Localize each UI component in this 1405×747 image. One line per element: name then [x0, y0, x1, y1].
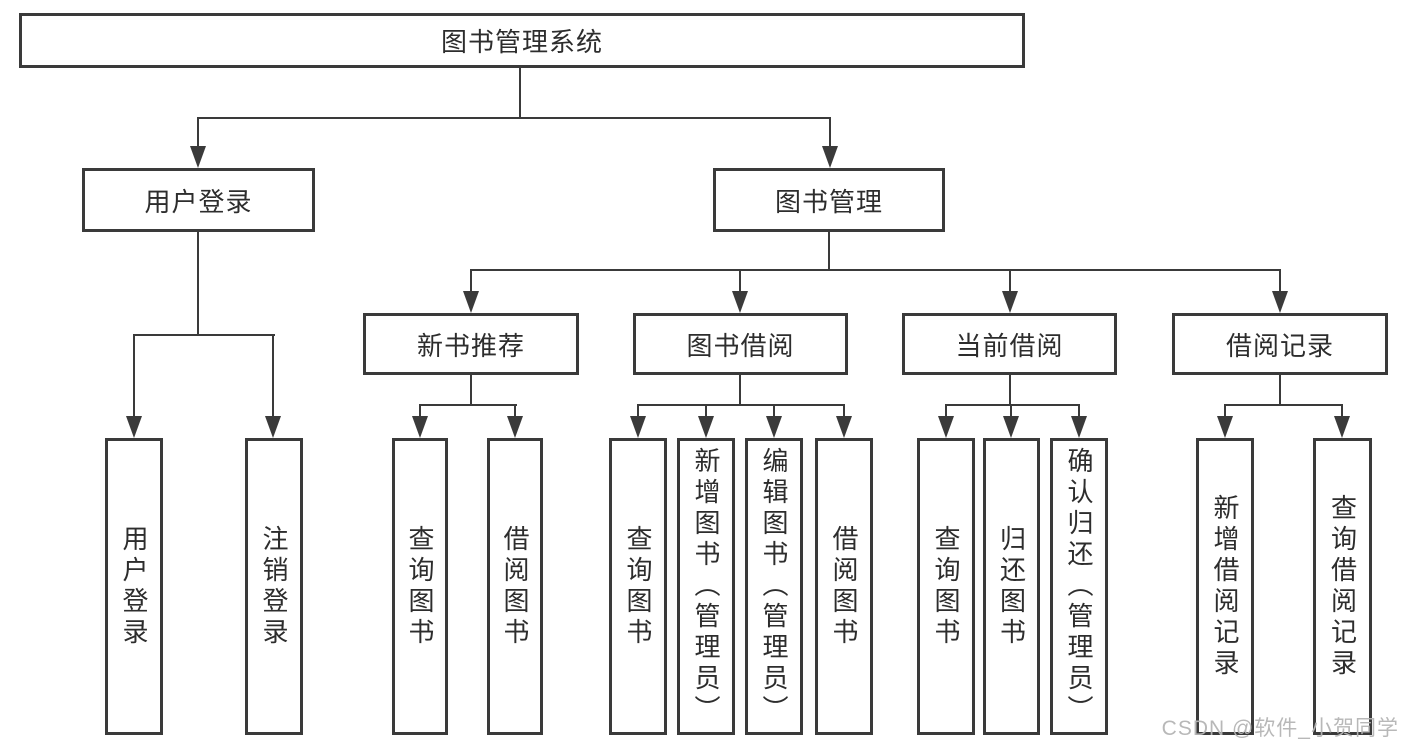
leaf-borrow-books-recommend: 借阅图书 — [487, 438, 543, 735]
connector-line — [470, 269, 1281, 271]
leaf-user-login: 用户登录 — [105, 438, 163, 735]
node-book-management: 图书管理 — [713, 168, 945, 232]
arrow-down-icon — [265, 416, 281, 438]
node-label: 用户登录 — [144, 186, 253, 217]
leaf-add-borrow-record: 新增借阅记录 — [1196, 438, 1254, 735]
leaf-borrow-books-borrowing: 借阅图书 — [815, 438, 873, 735]
leaf-query-books-current: 查询图书 — [917, 438, 975, 735]
arrow-down-icon — [463, 291, 479, 313]
arrow-down-icon — [507, 416, 523, 438]
node-label: 编辑图书（管理员） — [759, 447, 789, 726]
leaf-edit-books-admin: 编辑图书（管理员） — [745, 438, 803, 735]
connector-line — [419, 404, 421, 420]
arrow-down-icon — [412, 416, 428, 438]
connector-line — [1224, 404, 1343, 406]
node-user-login: 用户登录 — [82, 168, 315, 232]
connector-line — [945, 404, 1080, 406]
arrow-down-icon — [698, 416, 714, 438]
connector-line — [197, 232, 199, 336]
node-label: 查询图书 — [623, 524, 653, 649]
node-label: 图书管理 — [774, 186, 883, 217]
node-label: 借阅图书 — [500, 524, 530, 649]
node-label: 当前借阅 — [955, 330, 1064, 361]
arrow-down-icon — [822, 146, 838, 168]
node-library-management-system: 图书管理系统 — [19, 13, 1025, 68]
connector-line — [133, 334, 275, 336]
connector-line — [773, 404, 775, 420]
connector-line — [1009, 269, 1011, 295]
arrow-down-icon — [836, 416, 852, 438]
node-borrowing-records: 借阅记录 — [1172, 313, 1388, 375]
connector-line — [829, 117, 831, 150]
arrow-down-icon — [1071, 416, 1087, 438]
node-label: 新书推荐 — [416, 330, 525, 361]
connector-line — [1279, 269, 1281, 295]
connector-line — [739, 375, 741, 406]
connector-line — [470, 375, 472, 406]
arrow-down-icon — [126, 416, 142, 438]
connector-line — [519, 67, 521, 119]
leaf-query-books-recommend: 查询图书 — [392, 438, 448, 735]
connector-line — [843, 404, 845, 420]
connector-line — [828, 232, 830, 271]
node-current-borrowing: 当前借阅 — [902, 313, 1117, 375]
leaf-logout: 注销登录 — [245, 438, 303, 735]
connector-line — [197, 117, 831, 119]
node-label: 借阅记录 — [1225, 330, 1334, 361]
node-label: 新增图书（管理员） — [691, 447, 721, 726]
connector-line — [1010, 404, 1012, 420]
node-label: 新增借阅记录 — [1210, 493, 1240, 680]
connector-line — [133, 334, 135, 420]
connector-line — [470, 269, 472, 295]
arrow-down-icon — [766, 416, 782, 438]
leaf-query-borrow-record: 查询借阅记录 — [1313, 438, 1372, 735]
node-label: 图书借阅 — [686, 330, 795, 361]
connector-line — [739, 269, 741, 295]
node-book-borrowing: 图书借阅 — [633, 313, 848, 375]
node-label: 归还图书 — [996, 524, 1027, 649]
connector-line — [1009, 375, 1011, 406]
node-label: 确认归还（管理员） — [1064, 447, 1094, 726]
node-label: 查询借阅记录 — [1327, 493, 1358, 680]
leaf-query-books-borrowing: 查询图书 — [609, 438, 667, 735]
arrow-down-icon — [1217, 416, 1233, 438]
connector-line — [1279, 375, 1281, 406]
node-new-book-recommendation: 新书推荐 — [363, 313, 579, 375]
node-label: 查询图书 — [405, 524, 435, 649]
connector-line — [1341, 404, 1343, 420]
leaf-return-books: 归还图书 — [983, 438, 1040, 735]
arrow-down-icon — [630, 416, 646, 438]
arrow-down-icon — [1003, 416, 1019, 438]
csdn-watermark: CSDN @软件_小贺同学 — [1161, 717, 1399, 740]
connector-line — [705, 404, 707, 420]
connector-line — [197, 117, 199, 150]
arrow-down-icon — [1272, 291, 1288, 313]
connector-line — [637, 404, 639, 420]
node-label: 借阅图书 — [829, 524, 859, 649]
leaf-confirm-return-admin: 确认归还（管理员） — [1050, 438, 1108, 735]
connector-line — [1078, 404, 1080, 420]
node-label: 用户登录 — [119, 524, 149, 649]
connector-line — [637, 404, 845, 406]
arrow-down-icon — [190, 146, 206, 168]
connector-line — [945, 404, 947, 420]
connector-line — [514, 404, 516, 420]
arrow-down-icon — [1334, 416, 1350, 438]
arrow-down-icon — [1002, 291, 1018, 313]
node-label: 查询图书 — [931, 524, 961, 649]
connector-line — [419, 404, 517, 406]
leaf-add-books-admin: 新增图书（管理员） — [677, 438, 735, 735]
connector-line — [1224, 404, 1226, 420]
node-label: 图书管理系统 — [440, 27, 603, 57]
arrow-down-icon — [938, 416, 954, 438]
arrow-down-icon — [732, 291, 748, 313]
node-label: 注销登录 — [259, 524, 289, 649]
connector-line — [272, 334, 274, 420]
